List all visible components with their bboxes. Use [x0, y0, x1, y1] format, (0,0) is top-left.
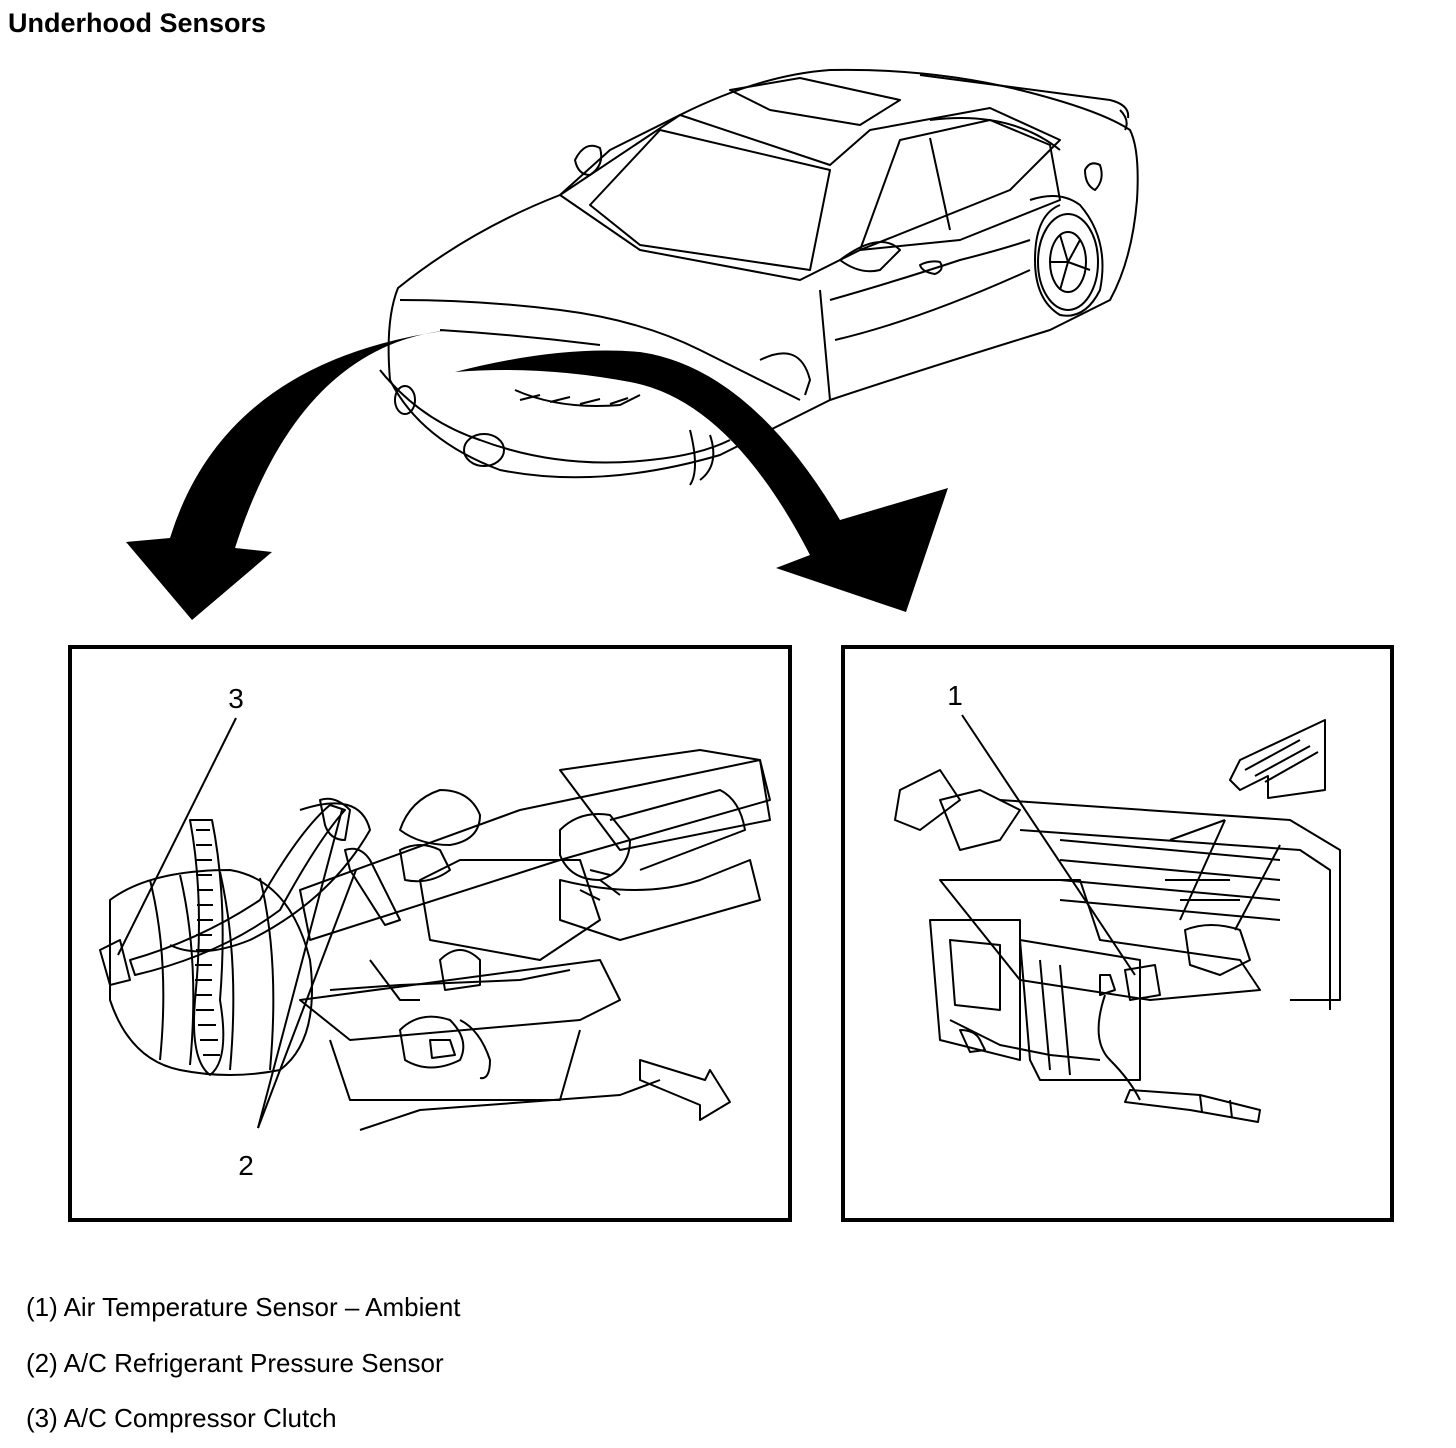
legend-item-1: (1) Air Temperature Sensor – Ambient	[26, 1292, 461, 1322]
legend-item-3: (3) A/C Compressor Clutch	[26, 1403, 337, 1433]
right-inset-illustration	[894, 719, 1341, 1123]
left-inset-illustration	[99, 749, 771, 1131]
inset-right-frame	[841, 645, 1394, 1222]
arrow-left	[126, 330, 450, 620]
callout-1: 1	[947, 680, 963, 711]
diagram-title: Underhood Sensors	[8, 8, 267, 38]
legend-item-2: (2) A/C Refrigerant Pressure Sensor	[26, 1348, 444, 1378]
callout-3: 3	[228, 683, 244, 714]
arrow-right	[455, 350, 948, 612]
callout-2: 2	[238, 1150, 254, 1181]
callout-leaders	[117, 714, 1136, 1129]
car-illustration	[379, 68, 1139, 486]
inset-left-frame	[68, 645, 792, 1222]
